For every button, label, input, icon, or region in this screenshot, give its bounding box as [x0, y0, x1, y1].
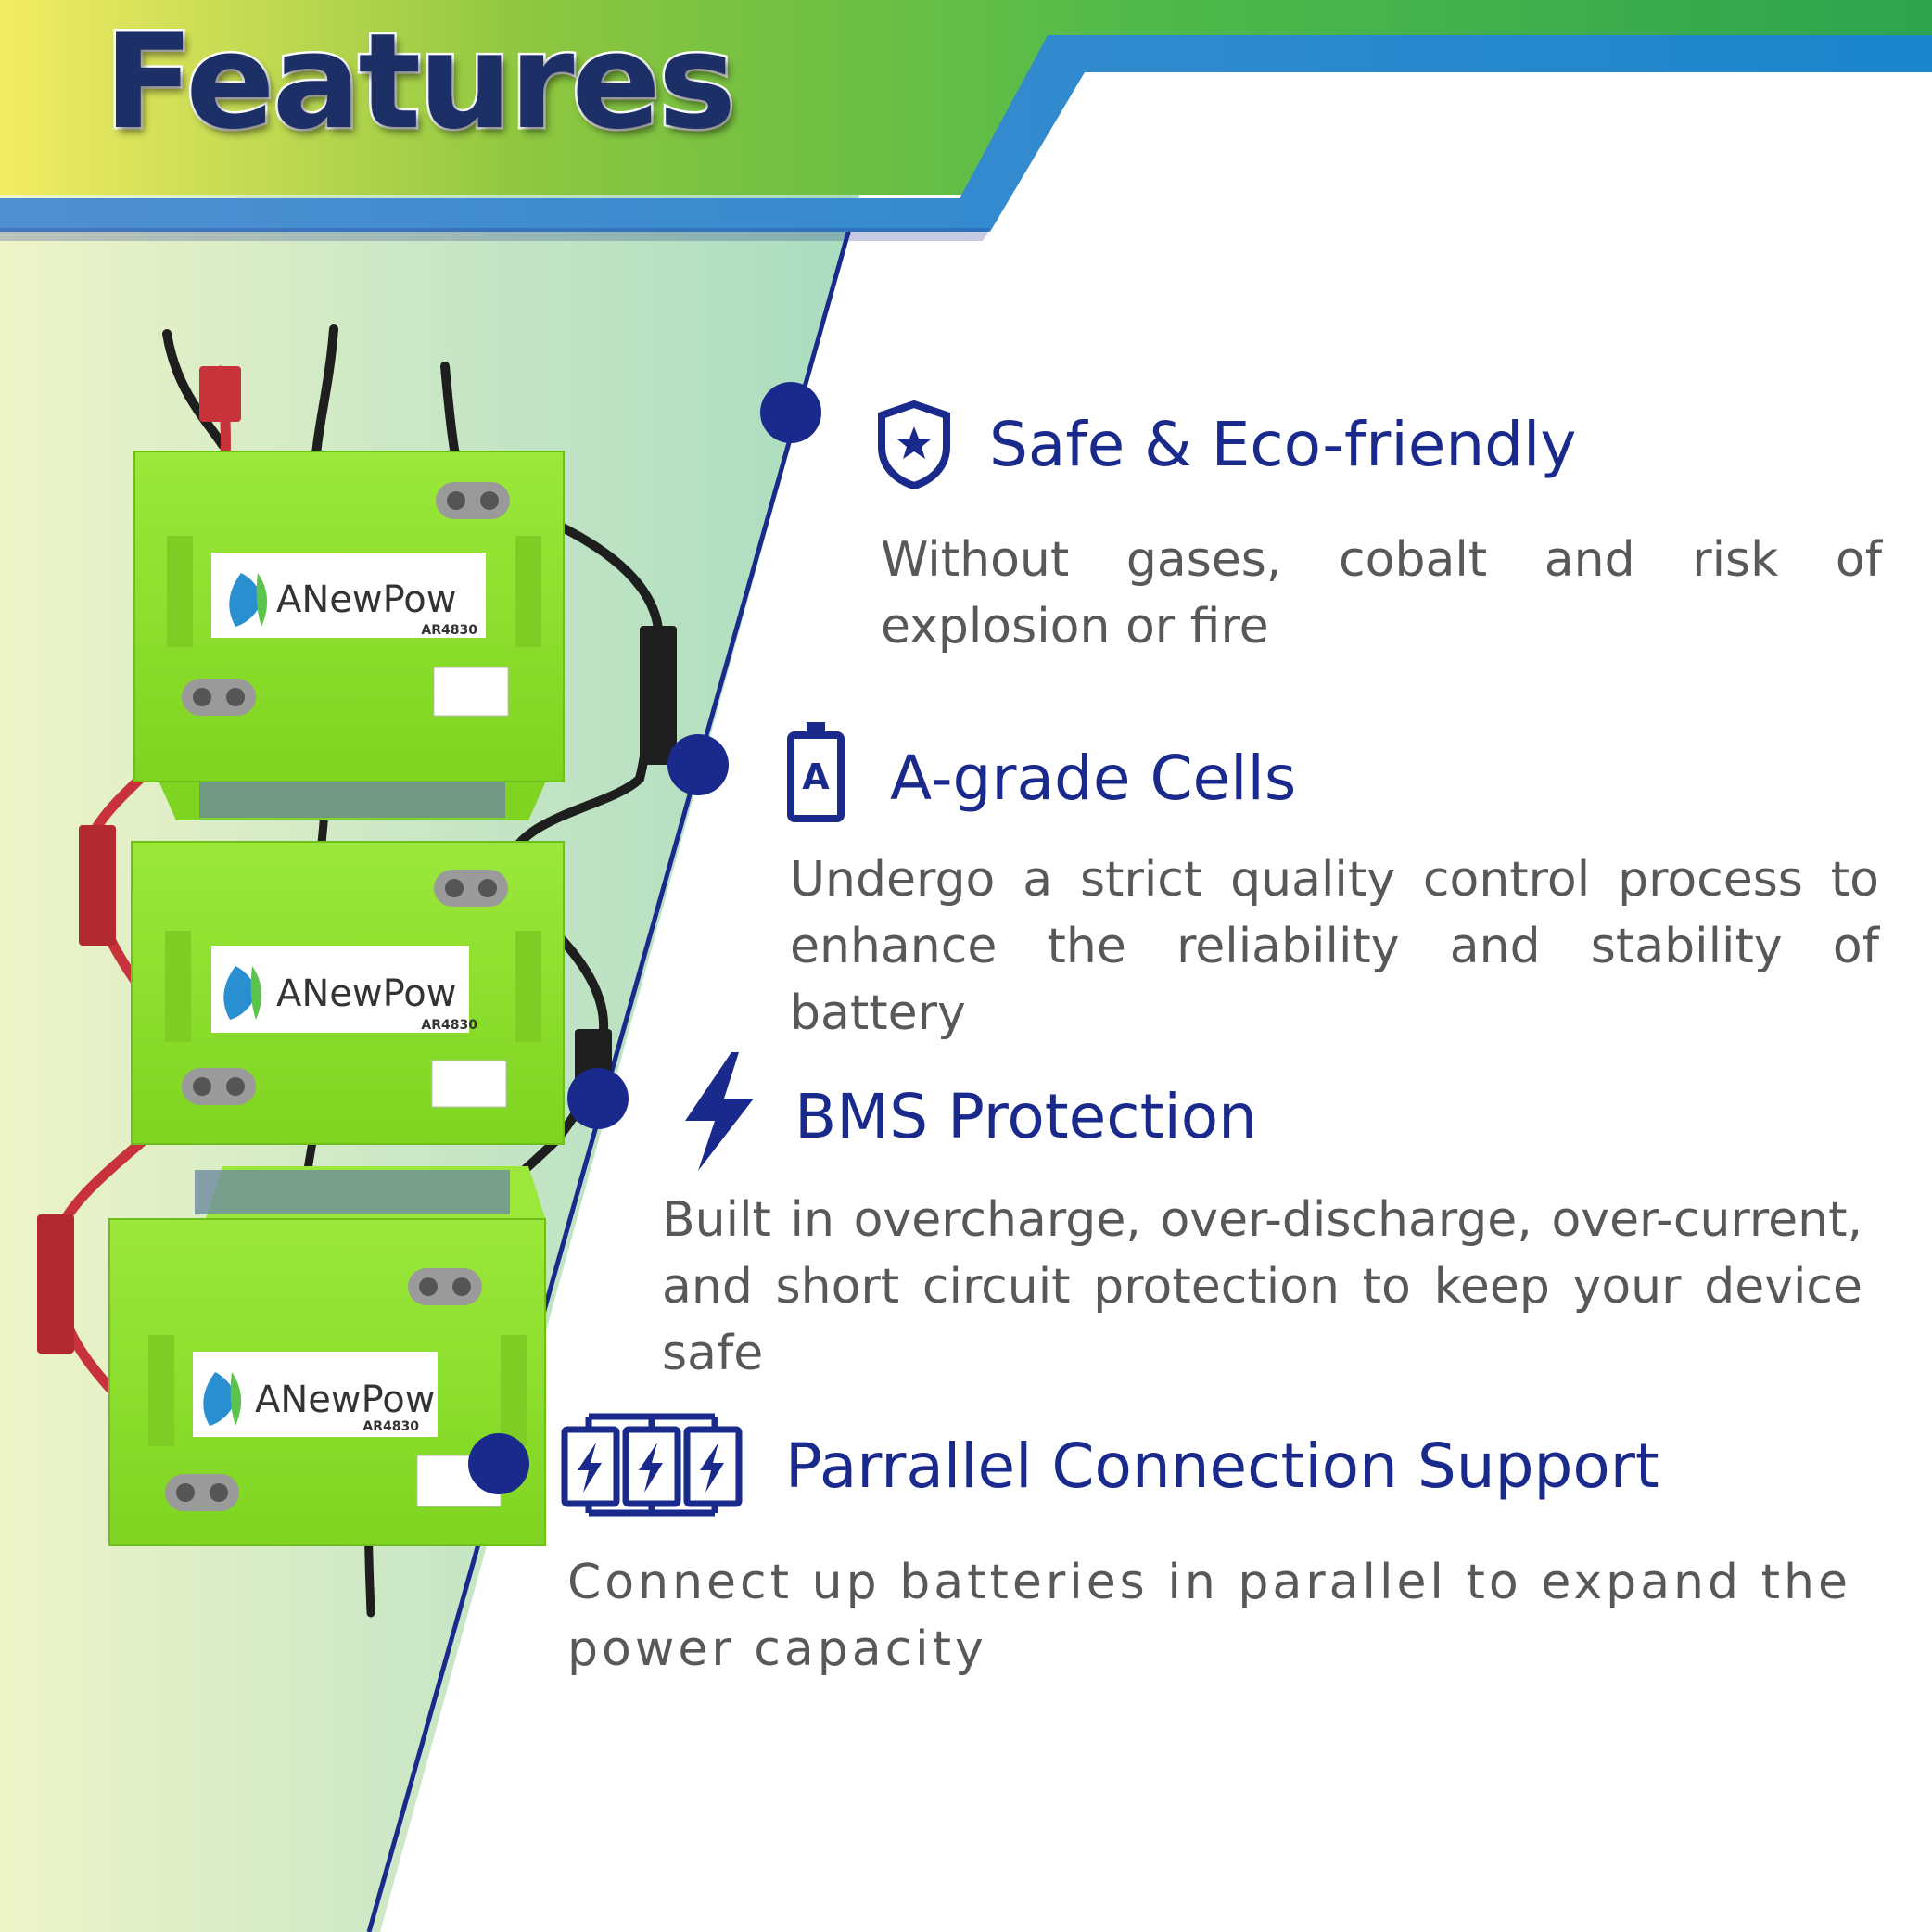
svg-text:A: A [802, 756, 830, 797]
battery-brand-label: ANewPow [276, 578, 457, 621]
battery-model-label: AR4830 [421, 623, 477, 638]
feature-title-agrade: A-grade Cells [890, 743, 1297, 814]
feature-title-parallel: Parrallel Connection Support [785, 1430, 1659, 1502]
header-blue-stripe [0, 35, 1932, 232]
feature-desc-bms: Built in overcharge, over-discharge, ove… [662, 1192, 1862, 1381]
battery-top: ANewPow AR4830 [133, 451, 565, 820]
shield-star-icon [878, 400, 950, 489]
parallel-batteries-icon [561, 1413, 743, 1517]
timeline-dot [567, 1068, 629, 1129]
battery-model-label: AR4830 [362, 1419, 419, 1434]
battery-bottom: ANewPow AR4830 [108, 1166, 547, 1546]
timeline-dot [468, 1433, 529, 1494]
feature-desc-safe: Without gases, cobalt and risk of explos… [881, 532, 1882, 655]
timeline-dot [667, 734, 729, 795]
feature-desc-agrade: Undergo a strict quality control process… [790, 852, 1879, 1041]
feature-title-safe: Safe & Eco-friendly [989, 409, 1577, 480]
lightning-bolt-icon [685, 1052, 754, 1171]
battery-brand-label: ANewPow [255, 1379, 436, 1421]
timeline-dot [760, 382, 821, 443]
battery-middle: ANewPow AR4830 [131, 841, 565, 1145]
battery-brand-label: ANewPow [276, 972, 457, 1015]
header-banner [0, 0, 1932, 195]
battery-a-icon: A [787, 722, 845, 822]
page-title: Features [101, 6, 738, 159]
feature-title-bms: BMS Protection [794, 1081, 1257, 1152]
battery-model-label: AR4830 [421, 1018, 477, 1033]
feature-desc-parallel: Connect up batteries in parallel to expa… [567, 1555, 1851, 1677]
